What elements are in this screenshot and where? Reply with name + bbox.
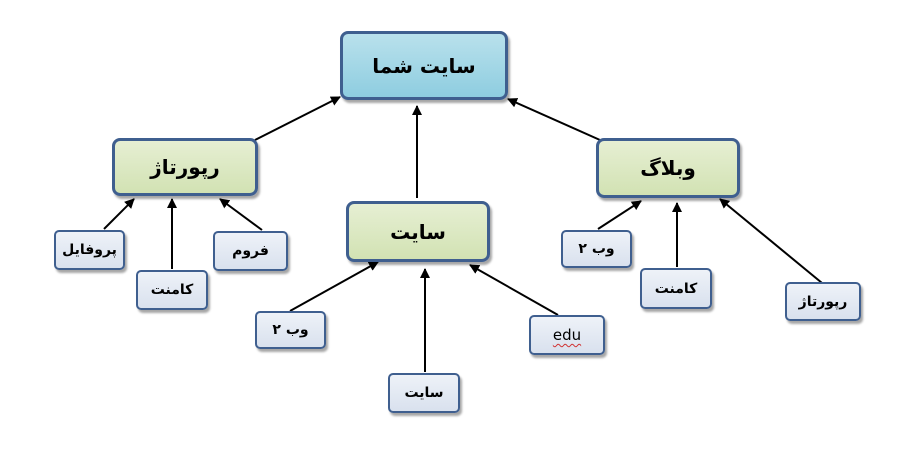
leaf-label: پروفایل <box>62 242 117 258</box>
leaf-node-comment: کامنت <box>136 270 208 310</box>
leaf-label: کامنت <box>150 282 194 298</box>
leaf-label: سایت <box>404 385 444 401</box>
leaf-label: وب ۲ <box>578 241 615 257</box>
branch-label: رپورتاژ <box>150 155 220 179</box>
leaf-node-edu: edu <box>529 315 605 355</box>
arrow-forum-to-reportage <box>219 198 263 231</box>
leaf-label: وب ۲ <box>272 322 309 338</box>
leaf-label: رپورتاژ <box>798 293 848 310</box>
arrow-web2b-to-weblog <box>597 200 642 230</box>
leaf-node-site: سایت <box>388 373 460 413</box>
arrow-reportage-b-to-weblog <box>719 198 823 284</box>
leaf-label: کامنت <box>654 280 698 297</box>
arrow-profile-to-reportage <box>103 198 135 230</box>
branch-label: وبلاگ <box>640 156 696 180</box>
arrow-reportage-to-root <box>254 96 341 141</box>
leaf-label: edu <box>552 326 582 344</box>
arrow-weblog-to-root <box>507 98 601 141</box>
root-label: سایت شما <box>372 53 476 78</box>
root-node: سایت شما <box>340 31 508 100</box>
branch-node-reportage: رپورتاژ <box>112 138 258 196</box>
arrow-edu-to-site <box>469 264 559 316</box>
branch-node-weblog: وبلاگ <box>596 138 740 198</box>
leaf-node-web2: وب ۲ <box>255 311 326 349</box>
branch-label: سایت <box>390 219 446 244</box>
leaf-node-reportage-b: رپورتاژ <box>785 282 861 321</box>
leaf-node-comment-b: کامنت <box>640 268 712 309</box>
leaf-label: فروم <box>232 243 269 259</box>
leaf-node-profile: پروفایل <box>54 230 125 270</box>
leaf-node-forum: فروم <box>213 231 288 271</box>
branch-node-site: سایت <box>346 201 490 262</box>
leaf-node-web2-b: وب ۲ <box>561 230 632 268</box>
arrow-web2-to-site <box>289 261 379 312</box>
